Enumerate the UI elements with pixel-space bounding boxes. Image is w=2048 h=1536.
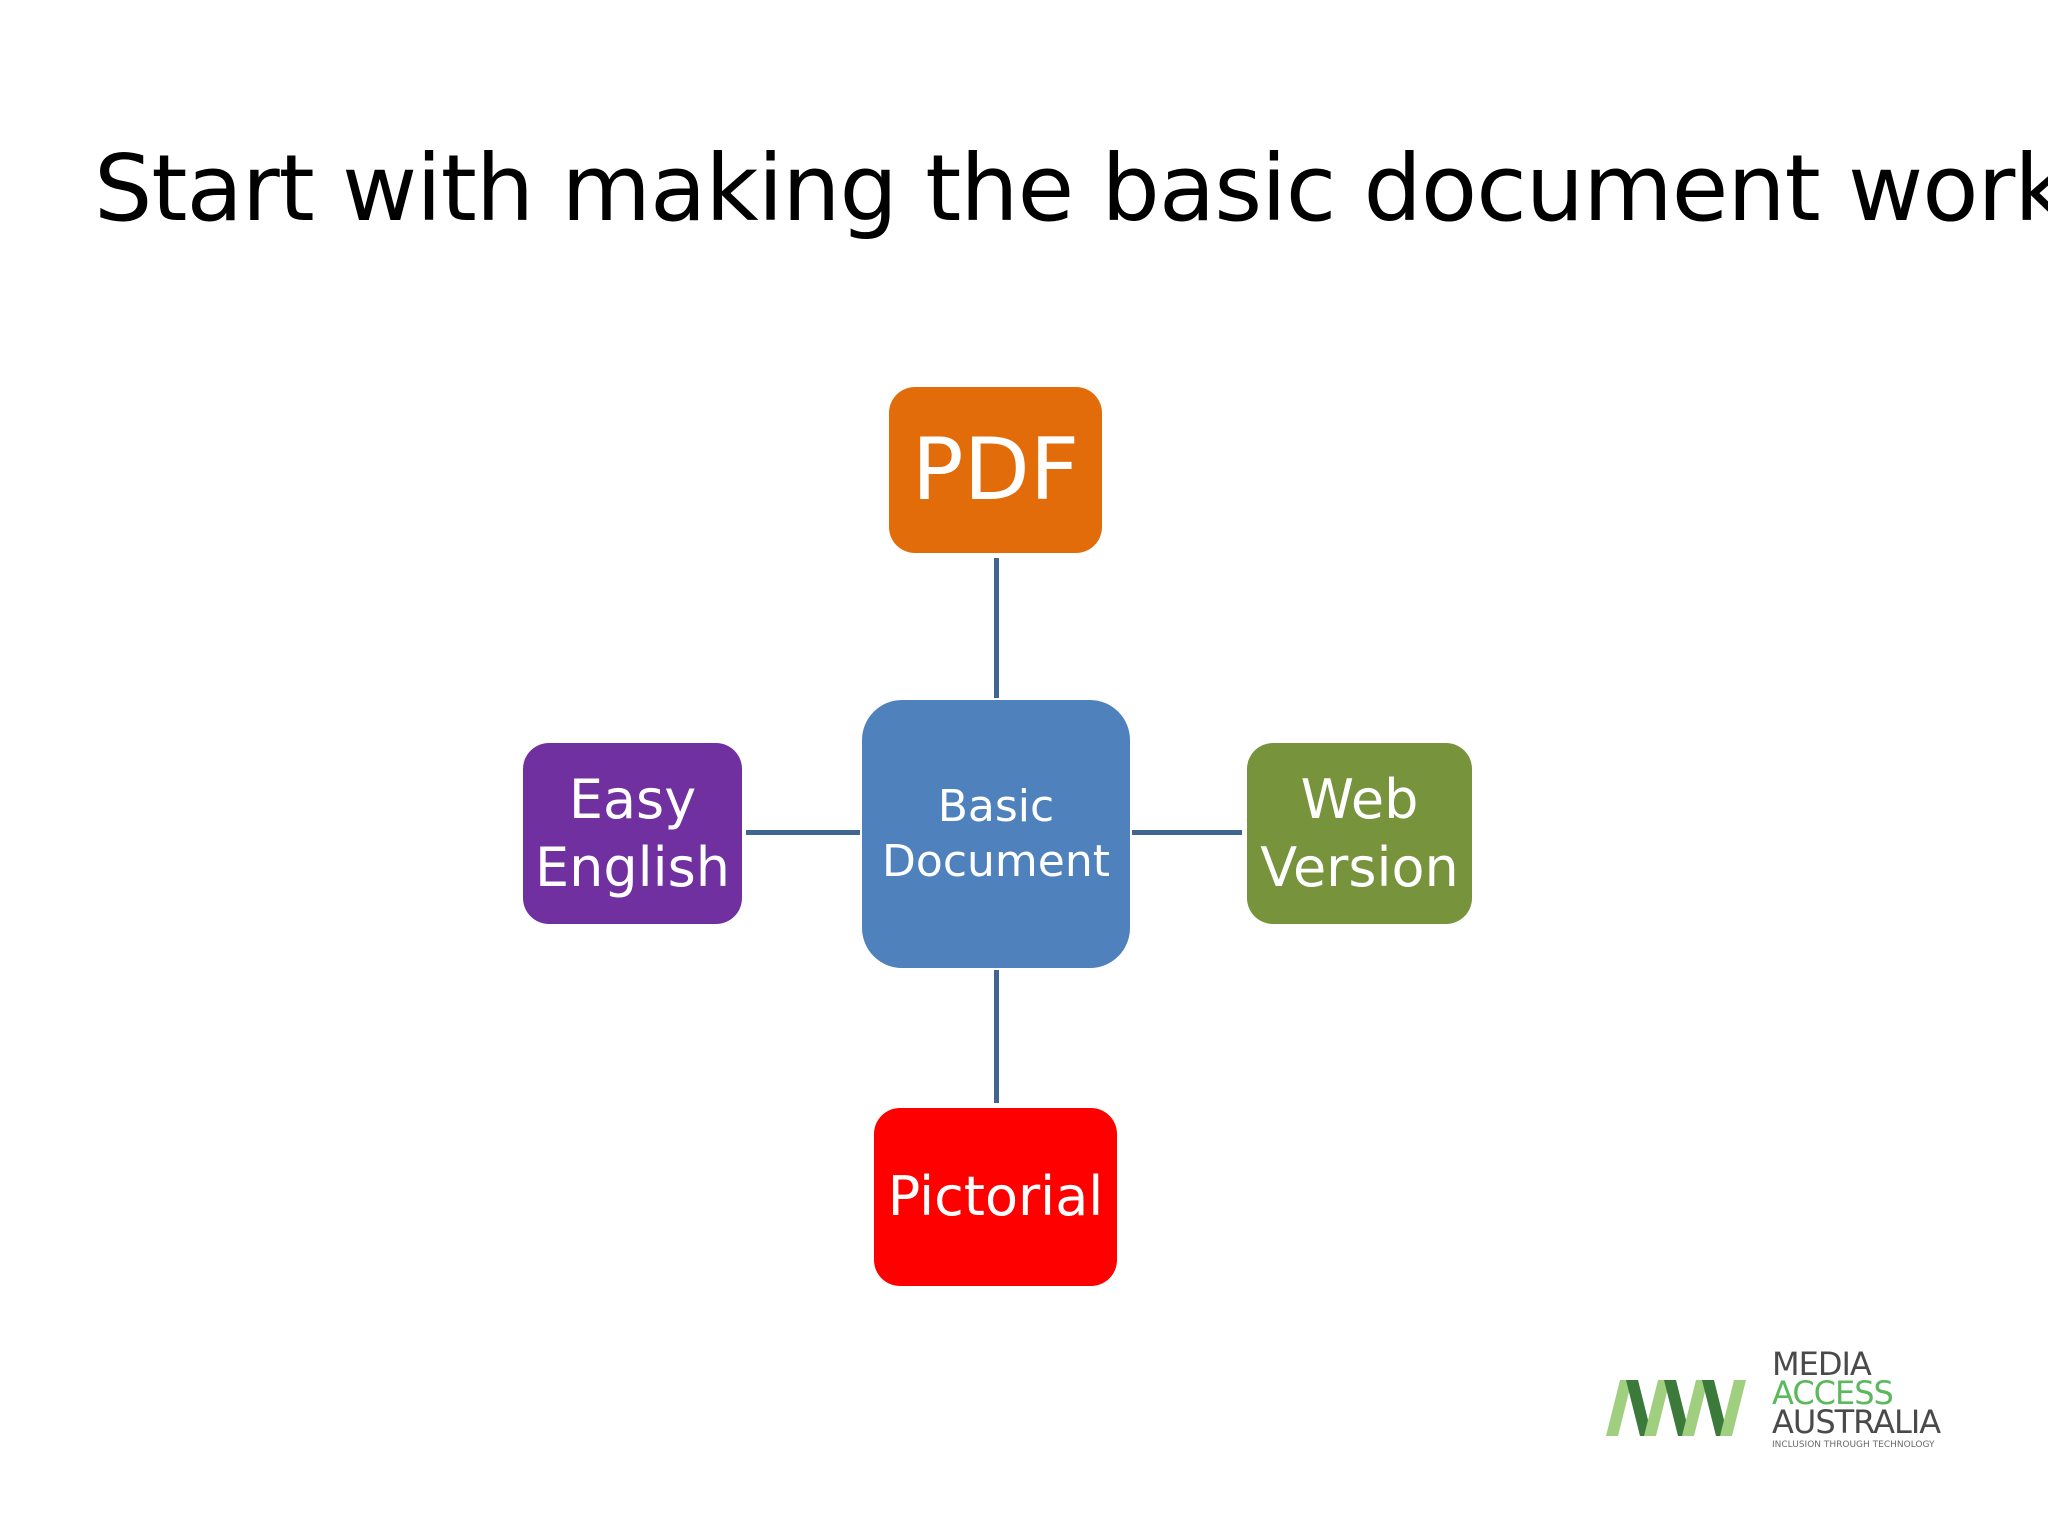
media-access-australia-logo: MEDIA ACCESS AUSTRALIA INCLUSION THROUGH… — [1600, 1345, 1941, 1460]
logo-tagline: INCLUSION THROUGH TECHNOLOGY — [1772, 1440, 1935, 1450]
connector-top — [994, 558, 999, 698]
logo-line-australia: AUSTRALIA — [1772, 1403, 1941, 1441]
easy-english-node-label: Easy English — [535, 768, 730, 899]
logo-line-media: MEDIA — [1772, 1345, 1872, 1383]
pdf-node-label: PDF — [911, 420, 1080, 520]
logo-wordmark: MEDIA ACCESS AUSTRALIA INCLUSION THROUGH… — [1772, 1345, 1941, 1451]
connector-right — [1132, 830, 1242, 835]
web-version-node: Web Version — [1247, 743, 1472, 924]
connector-bottom — [994, 970, 999, 1103]
basic-document-node: Basic Document — [862, 700, 1130, 968]
slide-title: Start with making the basic document wor… — [94, 135, 2048, 242]
logo-line-access: ACCESS — [1772, 1374, 1894, 1412]
pictorial-node-label: Pictorial — [887, 1165, 1104, 1229]
pdf-node: PDF — [889, 387, 1102, 553]
basic-document-node-label: Basic Document — [882, 781, 1110, 887]
easy-english-node: Easy English — [523, 743, 742, 924]
logo-mark-icon — [1606, 1380, 1746, 1436]
web-version-node-label: Web Version — [1260, 768, 1459, 899]
pictorial-node: Pictorial — [874, 1108, 1117, 1286]
connector-left — [746, 830, 860, 835]
